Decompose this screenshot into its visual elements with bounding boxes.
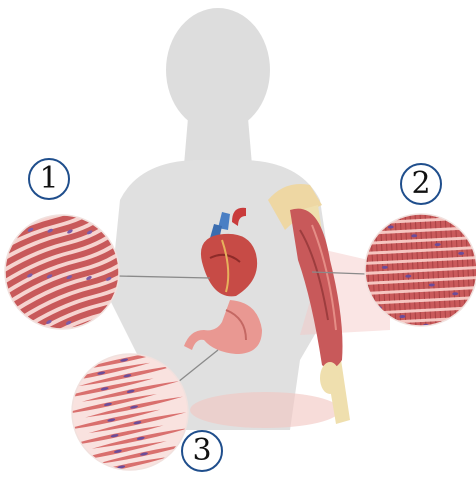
label-1: 1	[28, 158, 70, 200]
label-3: 3	[181, 430, 223, 472]
label-2: 2	[400, 163, 442, 205]
